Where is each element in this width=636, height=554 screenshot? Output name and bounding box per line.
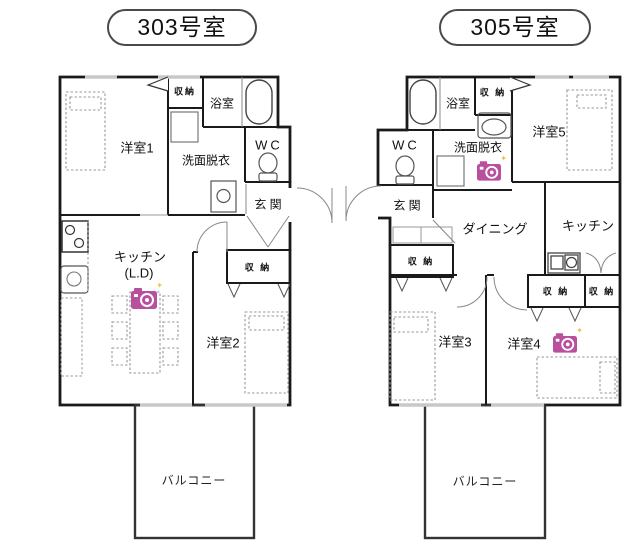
label-305-yoshitsu3: 洋室3 — [438, 334, 472, 350]
label-303-shuno-hall: 収 納 — [244, 262, 272, 273]
label-305-shuno-k1: 収 納 — [542, 286, 570, 297]
label-305-yoshitsu4: 洋室4 — [507, 336, 541, 352]
washer-305 — [436, 155, 465, 187]
label-305-yoshitsu5: 洋室5 — [532, 124, 566, 140]
washer-303 — [170, 111, 199, 143]
unit-305-plan — [345, 75, 622, 540]
furniture-305 — [389, 89, 618, 401]
room-title-305: 305号室 — [439, 9, 591, 46]
label-305-dining: ダイニング — [462, 221, 528, 237]
outer-wall-305 — [376, 75, 622, 407]
camera-icon-glyph — [131, 288, 157, 309]
camera-icon[interactable]: ✦ — [131, 281, 163, 309]
label-303-yoshitsu1: 洋室1 — [120, 140, 154, 156]
label-305-genkan: 玄 関 — [393, 198, 421, 213]
label-303-yoshitsu2: 洋室2 — [206, 335, 240, 351]
label-303-bath: 浴室 — [209, 96, 235, 111]
closet-marks-305 — [395, 277, 582, 323]
kitchen-counter-305 — [547, 252, 581, 274]
room-title-303: 303号室 — [107, 9, 257, 46]
balcony-305-outline — [423, 403, 547, 540]
pennant-marker-303 — [146, 76, 169, 92]
label-305-shuno-top: 収 納 — [479, 87, 507, 98]
toilet-305 — [395, 155, 415, 185]
label-303-wc: WC — [255, 137, 283, 153]
label-303-senmen: 洗面脱衣 — [181, 153, 231, 168]
inner-walls-303 — [60, 77, 291, 405]
unit-303-plan — [58, 75, 333, 540]
washbasin-305 — [477, 112, 512, 139]
sparkle-decoration: ✦ — [500, 154, 507, 163]
shoe-cabinet-305 — [392, 226, 453, 244]
label-305-shuno-hall: 収 納 — [407, 256, 435, 267]
camera-icon-glyph — [477, 161, 501, 181]
door-arcs-303 — [196, 184, 333, 253]
inner-walls-305 — [378, 77, 621, 405]
furniture-303 — [65, 91, 289, 394]
door-arcs-305 — [345, 185, 528, 311]
label-303-kitchen-1: キッチン — [113, 249, 167, 265]
washbasin-303 — [210, 180, 237, 213]
camera-icon[interactable]: ✦ — [477, 154, 507, 181]
camera-icon[interactable]: ✦ — [553, 326, 583, 353]
bathtub-305 — [409, 79, 437, 125]
windows-303 — [85, 75, 287, 407]
label-303-shuno-top: 収納 — [173, 86, 197, 97]
label-305-balcony: バルコニー — [452, 474, 518, 489]
label-303-balcony: バルコニー — [161, 473, 227, 488]
label-305-shuno-k2: 収 納 — [588, 286, 616, 297]
bathtub-303 — [245, 79, 273, 125]
butterfly-doors-305 — [585, 252, 617, 274]
label-303-genkan: 玄 関 — [254, 197, 282, 212]
kitchen-counter-303 — [60, 220, 89, 377]
label-303-kitchen-2: (L.D) — [124, 265, 154, 281]
label-305-bath: 浴室 — [445, 96, 471, 111]
label-305-kitchen: キッチン — [561, 218, 615, 234]
label-305-senmen: 洗面脱衣 — [453, 140, 503, 155]
label-305-wc: WC — [392, 137, 420, 153]
closet-marks-303 — [227, 283, 291, 299]
camera-icon-glyph — [553, 333, 577, 353]
windows-305 — [399, 75, 609, 407]
sparkle-decoration: ✦ — [156, 281, 163, 290]
pennant-marker-305 — [509, 76, 532, 92]
sparkle-decoration: ✦ — [576, 326, 583, 335]
toilet-303 — [258, 152, 278, 182]
balcony-303-outline — [133, 403, 256, 540]
